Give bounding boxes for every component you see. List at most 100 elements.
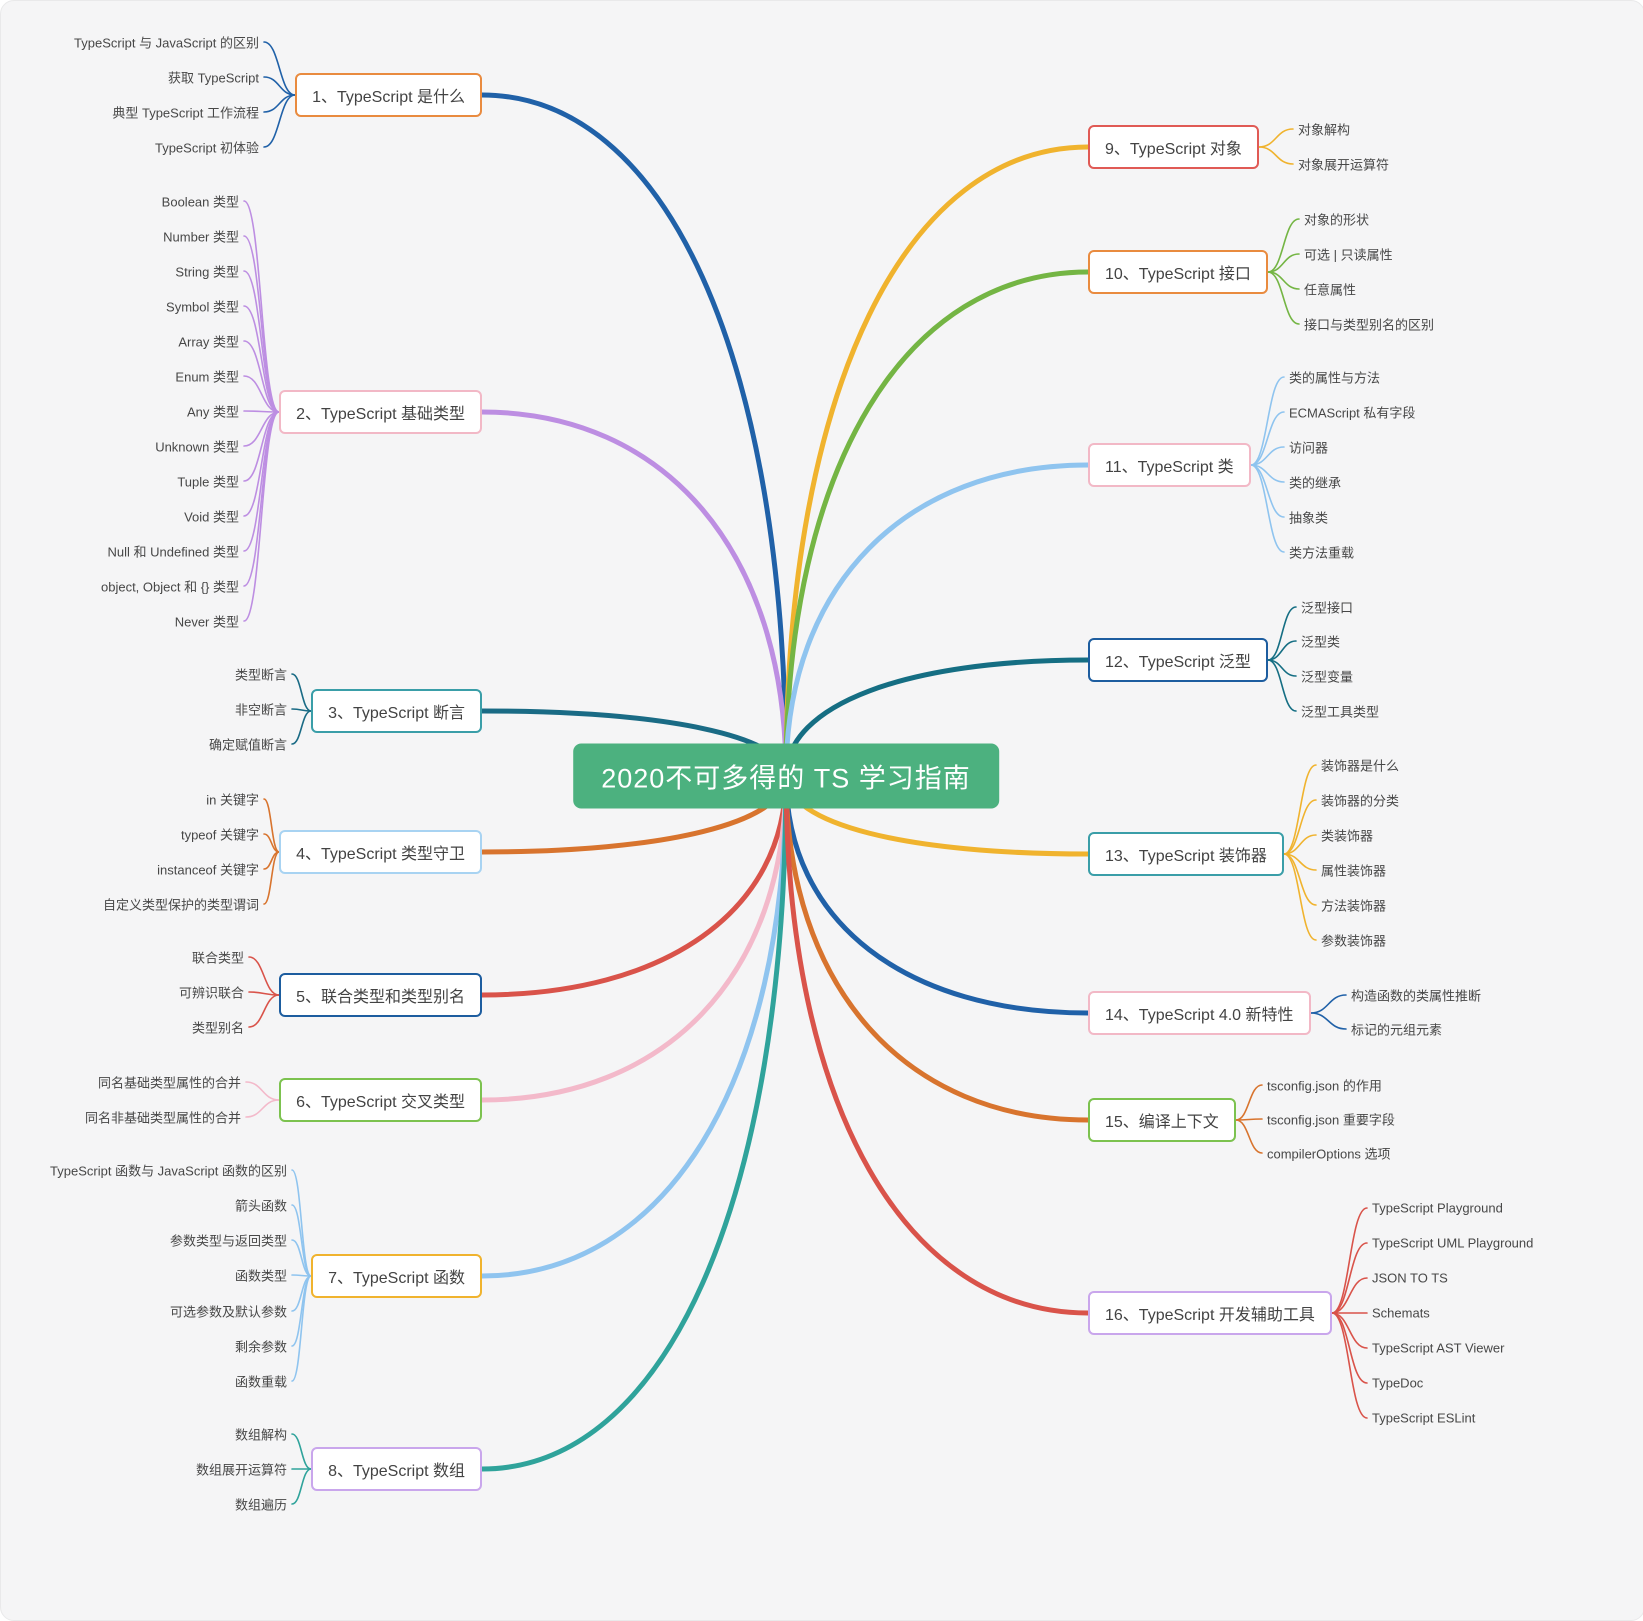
leaf-label[interactable]: 任意属性 [1304,282,1357,298]
leaf-label[interactable]: 数组遍历 [234,1497,287,1513]
leaf-label[interactable]: Null 和 Undefined 类型 [107,544,240,560]
leaf-label[interactable]: TypeScript ESLint [1372,1410,1476,1426]
leaf-label[interactable]: String 类型 [175,264,239,280]
leaf-label[interactable]: Number 类型 [163,229,239,245]
main-connector-1 [479,92,789,779]
leaf-label[interactable]: 装饰器是什么 [1321,758,1400,774]
leaf-label[interactable]: 类装饰器 [1321,828,1374,844]
leaf-label[interactable]: 类型别名 [191,1020,244,1036]
leaf-label[interactable]: 属性装饰器 [1321,863,1387,879]
leaf-label[interactable]: 数组展开运算符 [195,1462,287,1478]
branch-node-16[interactable]: 16、TypeScript 开发辅助工具 [1088,1291,1332,1335]
leaf-label[interactable]: 对象展开运算符 [1298,157,1390,173]
leaf-label[interactable]: TypeScript Playground [1372,1200,1503,1216]
branch-node-9[interactable]: 9、TypeScript 对象 [1088,125,1259,169]
leaf-label[interactable]: 泛型类 [1301,634,1341,650]
leaf-label[interactable]: 标记的元组元素 [1351,1022,1443,1038]
leaf-label[interactable]: 对象的形状 [1304,212,1370,228]
main-connector-6 [479,773,789,1103]
branch-node-1[interactable]: 1、TypeScript 是什么 [295,73,482,117]
leaf-label[interactable]: typeof 关键字 [180,827,259,843]
center-topic[interactable]: 2020不可多得的 TS 学习指南 [573,743,999,809]
leaf-label[interactable]: in 关键字 [206,792,259,808]
leaf-label[interactable]: 确定赋值断言 [208,737,287,753]
leaf-label[interactable]: 联合类型 [191,950,244,966]
child-connector-6-1 [245,1081,280,1101]
leaf-label[interactable]: 可选 | 只读属性 [1304,247,1393,263]
leaf-label[interactable]: Never 类型 [174,614,239,630]
leaf-label[interactable]: 自定义类型保护的类型谓词 [102,897,259,913]
branch-node-13[interactable]: 13、TypeScript 装饰器 [1088,832,1284,876]
branch-node-8[interactable]: 8、TypeScript 数组 [311,1447,482,1491]
leaf-label[interactable]: 方法装饰器 [1321,898,1387,914]
leaf-label[interactable]: instanceof 关键字 [157,862,259,878]
leaf-label[interactable]: 函数类型 [234,1268,287,1284]
leaf-label[interactable]: Tuple 类型 [177,474,239,490]
leaf-label[interactable]: object, Object 和 {} 类型 [100,579,239,595]
branch-node-10[interactable]: 10、TypeScript 接口 [1088,250,1268,294]
branch-node-15[interactable]: 15、编译上下文 [1088,1098,1236,1142]
child-connector-16-6 [1331,1312,1368,1384]
leaf-label[interactable]: TypeScript UML Playground [1372,1235,1534,1251]
leaf-label[interactable]: Array 类型 [178,334,239,350]
leaf-label[interactable]: tsconfig.json 的作用 [1267,1078,1382,1094]
leaf-label[interactable]: 泛型接口 [1301,600,1354,616]
leaf-label[interactable]: 同名基础类型属性的合并 [97,1075,241,1091]
leaf-label[interactable]: TypeScript AST Viewer [1372,1340,1505,1356]
leaf-label[interactable]: Unknown 类型 [155,439,239,455]
leaf-label[interactable]: 类的继承 [1289,475,1342,491]
leaf-label[interactable]: TypeScript 函数与 JavaScript 函数的区别 [50,1163,287,1179]
branch-node-7[interactable]: 7、TypeScript 函数 [311,1254,482,1298]
leaf-label[interactable]: 箭头函数 [234,1198,287,1214]
leaf-label[interactable]: 同名非基础类型属性的合并 [84,1110,241,1126]
leaf-label[interactable]: Enum 类型 [175,369,239,385]
branch-node-14[interactable]: 14、TypeScript 4.0 新特性 [1088,991,1311,1035]
leaf-label[interactable]: 泛型工具类型 [1301,704,1380,720]
leaf-label[interactable]: tsconfig.json 重要字段 [1267,1112,1395,1128]
leaf-label[interactable]: 类型断言 [234,667,287,683]
leaf-label[interactable]: 构造函数的类属性推断 [1351,988,1482,1004]
leaf-label[interactable]: 获取 TypeScript [167,70,259,86]
leaf-label[interactable]: 可辨识联合 [178,985,244,1001]
branch-node-2[interactable]: 2、TypeScript 基础类型 [279,390,482,434]
leaf-label[interactable]: 典型 TypeScript 工作流程 [112,105,259,121]
child-connector-11-1 [1250,376,1285,466]
branch-node-3[interactable]: 3、TypeScript 断言 [311,689,482,733]
leaf-label[interactable]: 类的属性与方法 [1289,370,1381,386]
branch-node-6[interactable]: 6、TypeScript 交叉类型 [279,1078,482,1122]
branch-node-4[interactable]: 4、TypeScript 类型守卫 [279,830,482,874]
leaf-label[interactable]: Void 类型 [184,509,239,525]
leaf-label[interactable]: 数组解构 [234,1427,287,1443]
leaf-label[interactable]: 对象解构 [1298,122,1351,138]
leaf-label[interactable]: 参数类型与返回类型 [169,1233,287,1249]
branch-node-12[interactable]: 12、TypeScript 泛型 [1088,638,1268,682]
leaf-label[interactable]: 函数重载 [234,1374,287,1390]
leaf-label[interactable]: 参数装饰器 [1321,933,1387,949]
leaf-label[interactable]: 装饰器的分类 [1321,793,1400,809]
leaf-label[interactable]: compilerOptions 选项 [1267,1146,1391,1162]
leaf-label[interactable]: TypeDoc [1372,1375,1424,1391]
leaf-label[interactable]: 可选参数及默认参数 [169,1304,287,1320]
leaf-label[interactable]: Symbol 类型 [166,299,239,315]
leaf-label[interactable]: 抽象类 [1289,510,1329,526]
leaf-label[interactable]: TypeScript 初体验 [154,140,259,156]
child-connector-2-2 [243,235,280,413]
leaf-label[interactable]: 剩余参数 [234,1339,287,1355]
leaf-label[interactable]: 接口与类型别名的区别 [1304,317,1435,333]
leaf-label[interactable]: Boolean 类型 [161,194,239,210]
leaf-label[interactable]: JSON TO TS [1372,1270,1448,1286]
leaf-label[interactable]: 访问器 [1289,440,1329,456]
leaf-label[interactable]: ECMAScript 私有字段 [1289,405,1416,421]
leaf-label[interactable]: Schemats [1372,1305,1430,1321]
leaf-label[interactable]: Any 类型 [186,404,239,420]
leaf-label[interactable]: 非空断言 [234,702,287,718]
child-connector-10-4 [1267,271,1300,325]
child-connector-4-4 [263,851,280,905]
leaf-label[interactable]: 类方法重载 [1289,545,1355,561]
leaf-label[interactable]: TypeScript 与 JavaScript 的区别 [74,35,259,51]
main-connector-9 [783,144,1091,779]
branch-node-5[interactable]: 5、联合类型和类型别名 [279,973,482,1017]
child-connector-2-11 [243,411,280,552]
leaf-label[interactable]: 泛型变量 [1301,669,1354,685]
branch-node-11[interactable]: 11、TypeScript 类 [1088,443,1251,487]
